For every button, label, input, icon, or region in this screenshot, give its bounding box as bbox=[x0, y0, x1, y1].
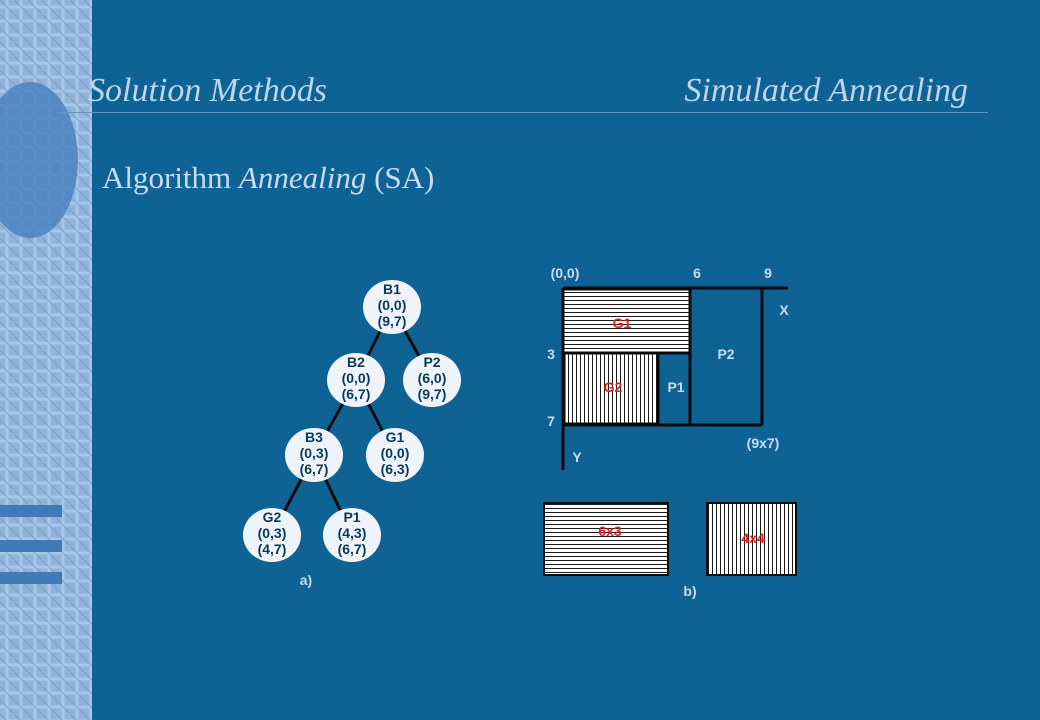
node-coord-end: (9,7) bbox=[418, 386, 447, 402]
tree-node-b1: B1 (0,0) (9,7) bbox=[363, 280, 421, 334]
node-coord-end: (9,7) bbox=[378, 313, 407, 329]
side-bar-decoration bbox=[0, 540, 62, 552]
piece-6x3-label: 6x3 bbox=[598, 523, 622, 539]
cutting-layout: (0,0) 6 9 X 3 7 Y (9x7) G1 G2 P1 P2 bbox=[547, 265, 789, 470]
node-coord-start: (0,3) bbox=[258, 525, 287, 541]
y-tick-7: 7 bbox=[547, 413, 555, 429]
region-g2-label: G2 bbox=[604, 379, 623, 395]
node-name: G2 bbox=[263, 509, 282, 525]
tree-node-b2: B2 (0,0) (6,7) bbox=[327, 353, 385, 407]
tree-caption: a) bbox=[300, 572, 312, 588]
node-coord-end: (6,7) bbox=[300, 461, 329, 477]
node-name: G1 bbox=[386, 429, 405, 445]
x-tick-9: 9 bbox=[764, 265, 772, 281]
sheet-size-label: (9x7) bbox=[747, 435, 780, 451]
region-p2-label: P2 bbox=[717, 346, 734, 362]
region-g1-label: G1 bbox=[613, 315, 632, 331]
node-coord-end: (6,7) bbox=[342, 386, 371, 402]
x-tick-6: 6 bbox=[693, 265, 701, 281]
region-p1-label: P1 bbox=[667, 379, 684, 395]
node-name: B3 bbox=[305, 429, 323, 445]
node-coord-end: (4,7) bbox=[258, 541, 287, 557]
x-axis-label: X bbox=[779, 302, 789, 318]
title-divider bbox=[56, 112, 988, 113]
side-bar-decoration bbox=[0, 505, 62, 517]
node-coord-start: (0,0) bbox=[381, 445, 410, 461]
tree-node-b3: B3 (0,3) (6,7) bbox=[285, 428, 343, 482]
node-name: P1 bbox=[343, 509, 360, 525]
side-circle-decoration bbox=[0, 82, 78, 238]
subtitle-algorithm-name: Annealing bbox=[238, 160, 367, 195]
tree-edges bbox=[270, 306, 434, 536]
subtitle-suffix: (SA) bbox=[374, 160, 435, 195]
node-name: B2 bbox=[347, 354, 365, 370]
y-tick-3: 3 bbox=[547, 346, 555, 362]
slide-subtitle: Algorithm Annealing (SA) bbox=[102, 160, 434, 196]
node-coord-start: (0,3) bbox=[300, 445, 329, 461]
piece-4x4: 4x4 bbox=[706, 502, 797, 576]
layout-caption: b) bbox=[683, 583, 696, 599]
side-pattern bbox=[0, 0, 92, 720]
piece-4x4-label: 4x4 bbox=[741, 530, 765, 546]
origin-label: (0,0) bbox=[551, 265, 580, 281]
tree-node-p2: P2 (6,0) (9,7) bbox=[403, 353, 461, 407]
node-coord-start: (0,0) bbox=[342, 370, 371, 386]
node-name: B1 bbox=[383, 281, 401, 297]
node-name: P2 bbox=[423, 354, 440, 370]
tree-node-g2: G2 (0,3) (4,7) bbox=[243, 508, 301, 562]
tree-node-p1: P1 (4,3) (6,7) bbox=[323, 508, 381, 562]
side-bar-decoration bbox=[0, 572, 62, 584]
node-coord-end: (6,7) bbox=[338, 541, 367, 557]
decorative-side-strip bbox=[0, 0, 92, 720]
subtitle-prefix: Algorithm bbox=[102, 160, 232, 195]
node-coord-start: (6,0) bbox=[418, 370, 447, 386]
slide-title: Solution Methods bbox=[88, 72, 327, 109]
node-coord-start: (0,0) bbox=[378, 297, 407, 313]
piece-6x3: 6x3 bbox=[543, 502, 669, 576]
tree-node-g1: G1 (0,0) (6,3) bbox=[366, 428, 424, 482]
node-coord-start: (4,3) bbox=[338, 525, 367, 541]
slide-topic: Simulated Annealing bbox=[684, 72, 968, 109]
y-axis-label: Y bbox=[572, 449, 582, 465]
node-coord-end: (6,3) bbox=[381, 461, 410, 477]
